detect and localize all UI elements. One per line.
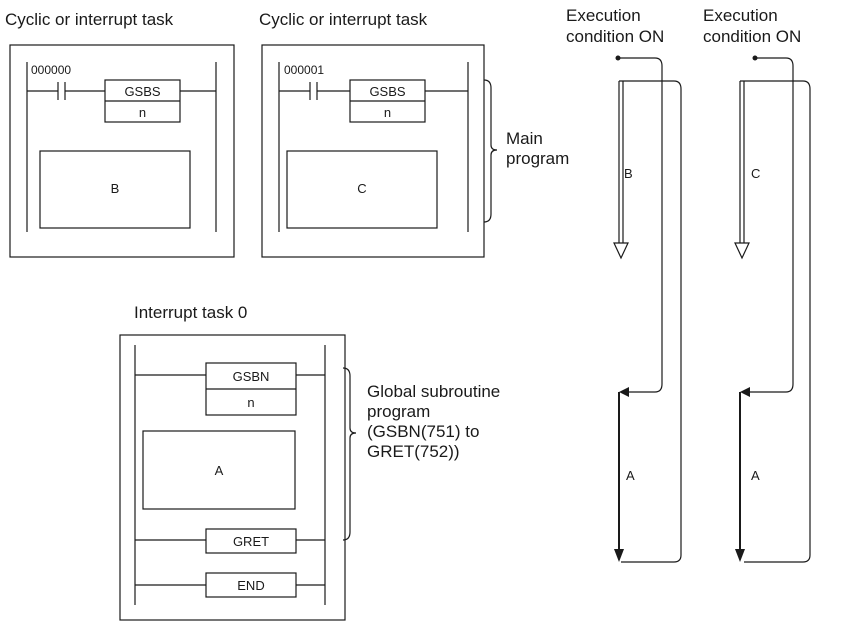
- flow1-label-a: A: [626, 468, 635, 483]
- main-program-line1: Main: [506, 129, 543, 148]
- flow1-trigger-line: [618, 57, 663, 81]
- flow1-label-b: B: [624, 166, 633, 181]
- main-program-line2: program: [506, 149, 569, 168]
- main-program-brace: [483, 79, 498, 223]
- task2-gsbs-label: GSBS: [369, 84, 405, 99]
- global-subroutine-line3: (GSBN(751) to: [367, 422, 479, 441]
- task3-gsbn-label: GSBN: [233, 369, 270, 384]
- task1-block-b: [39, 150, 191, 229]
- task2-panel: Cyclic or interrupt task 000001 GSBS n C: [259, 10, 485, 258]
- task1-gsbs-label: GSBS: [124, 84, 160, 99]
- task1-block-label: B: [111, 181, 120, 196]
- task3-panel: Interrupt task 0 GSBN n A GRET END: [119, 303, 346, 621]
- global-subroutine-line2: program: [367, 402, 430, 421]
- task2-frame: [261, 44, 485, 258]
- flow2-condition-line2: condition ON: [703, 27, 801, 46]
- global-subroutine-brace: [342, 367, 357, 541]
- task1-frame: [9, 44, 235, 258]
- task1-contact-symbol: [57, 82, 66, 100]
- task1-panel: Cyclic or interrupt task 000000 GSBS n B: [5, 10, 235, 258]
- task3-block-a: [142, 430, 296, 510]
- flow1-arrow-b: [613, 81, 629, 260]
- task3-end-label: END: [237, 578, 264, 593]
- task3-operand: n: [247, 395, 254, 410]
- flow2-trigger-line: [755, 57, 794, 81]
- flow2-arrow-c: [734, 81, 750, 260]
- task3-block-label: A: [215, 463, 224, 478]
- task1-contact-address: 000000: [31, 63, 71, 77]
- flow2-label-a: A: [751, 468, 760, 483]
- flow2-jump-path: [748, 81, 794, 393]
- task3-gret-box: [205, 528, 297, 554]
- task2-block-label: C: [357, 181, 366, 196]
- task2-title: Cyclic or interrupt task: [259, 10, 428, 29]
- flow1-condition-line2: condition ON: [566, 27, 664, 46]
- flow2-jump-arrowhead: [740, 387, 750, 397]
- task1-title: Cyclic or interrupt task: [5, 10, 174, 29]
- task1-operand: n: [139, 105, 146, 120]
- flow1-jump-arrowhead: [619, 387, 629, 397]
- task3-frame: [119, 334, 346, 621]
- flow2-condition-line1: Execution: [703, 6, 778, 25]
- global-subroutine-line4: GRET(752)): [367, 442, 460, 461]
- task3-gret-label: GRET: [233, 534, 269, 549]
- flow2-label-c: C: [751, 166, 760, 181]
- task3-title: Interrupt task 0: [134, 303, 247, 322]
- task2-contact-address: 000001: [284, 63, 324, 77]
- flow1-arrow-a-head: [614, 549, 624, 562]
- flow1-return-path: [619, 80, 682, 563]
- global-subroutine-line1: Global subroutine: [367, 382, 500, 401]
- execution-flow-2: Execution condition ON C A: [703, 6, 811, 563]
- flow2-return-path: [740, 80, 811, 563]
- task2-contact-symbol: [309, 82, 318, 100]
- flow1-jump-path: [627, 81, 663, 393]
- task2-operand: n: [384, 105, 391, 120]
- flow2-arrow-a-head: [735, 549, 745, 562]
- flow1-condition-line1: Execution: [566, 6, 641, 25]
- execution-flow-1: Execution condition ON B A: [566, 6, 682, 563]
- task2-block-c: [286, 150, 438, 229]
